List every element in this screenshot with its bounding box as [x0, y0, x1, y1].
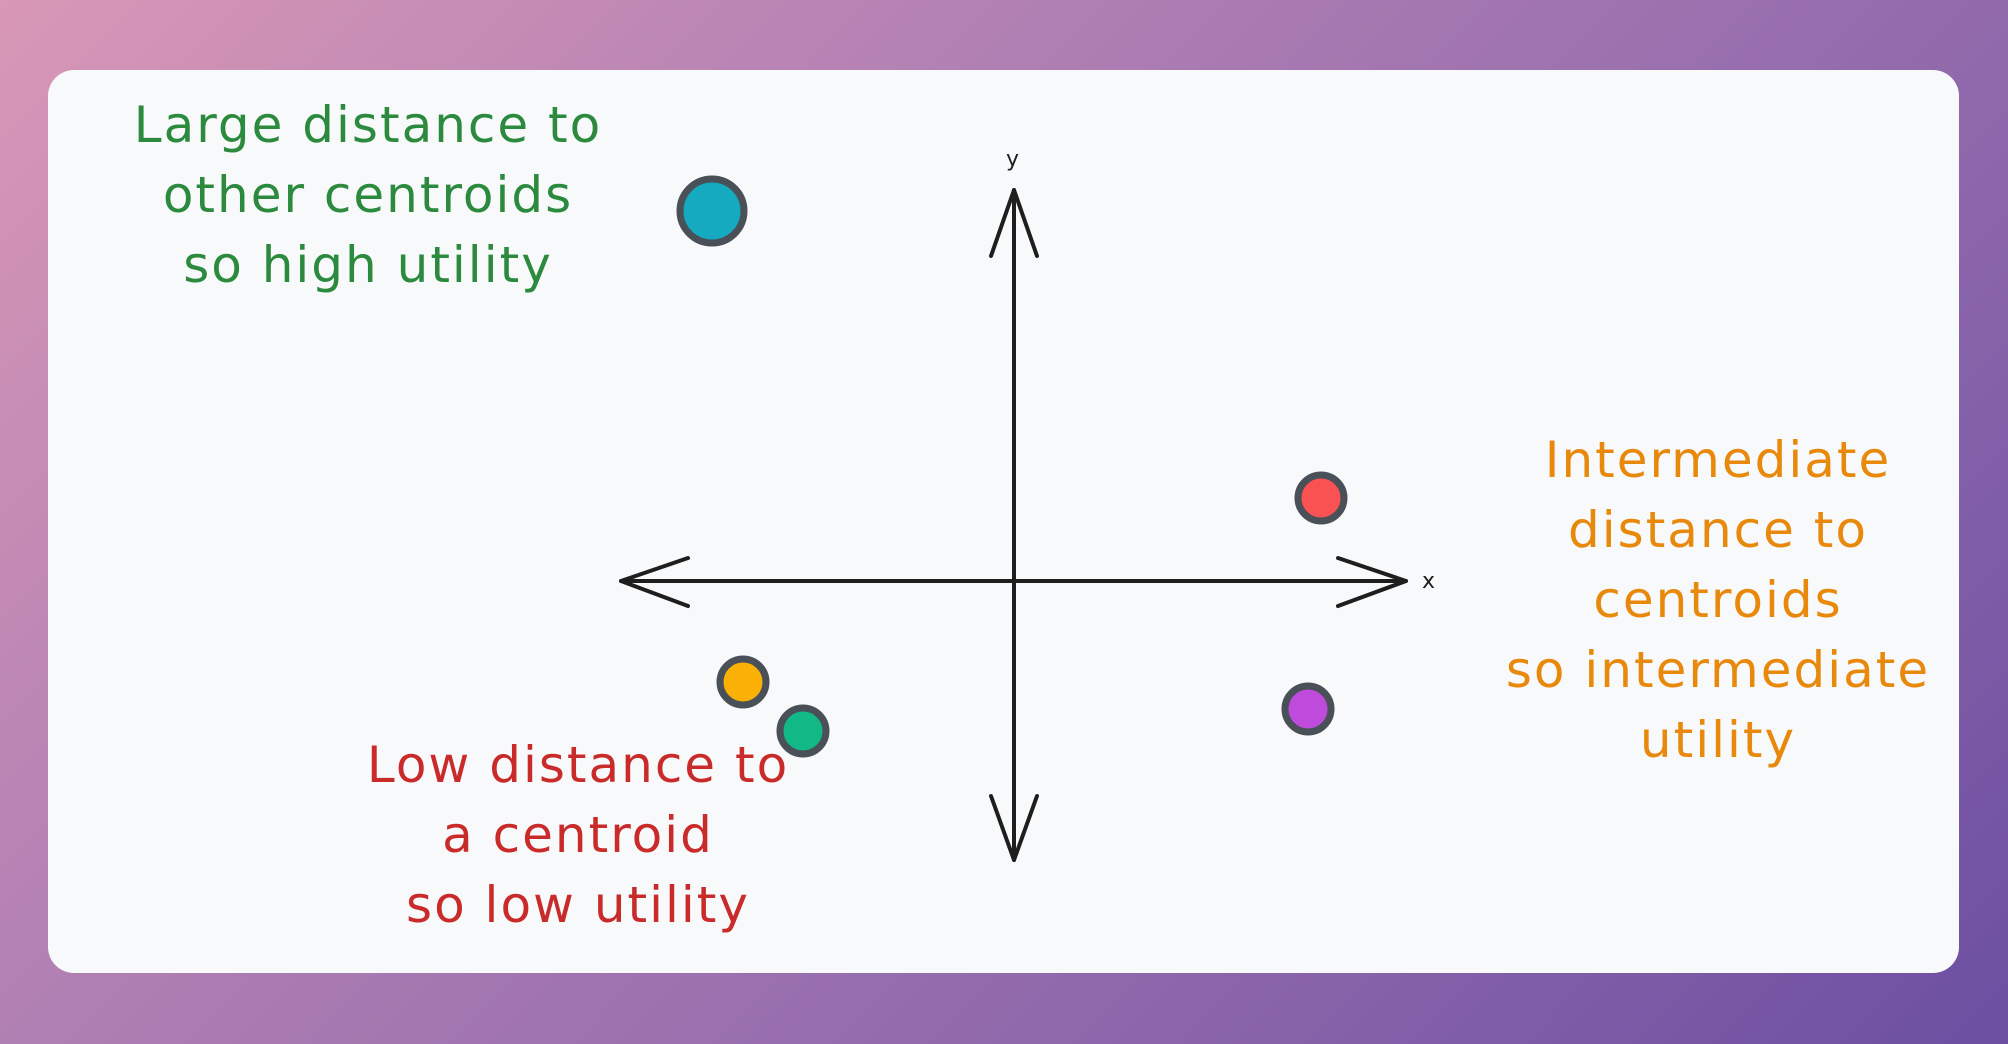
coordinate-plane: x y: [619, 147, 1435, 862]
y-axis-top-arrow: [989, 188, 1039, 258]
centroid-purple: [1281, 682, 1335, 736]
x-axis-right-arrow: [1336, 556, 1408, 608]
annotation-line: so intermediate: [1505, 641, 1931, 699]
annotation-line: so high utility: [183, 236, 553, 294]
annotation-line: Low distance to: [366, 736, 790, 794]
centroid-teal: [776, 704, 830, 758]
annotation-high-utility: Large distance to other centroids so hig…: [48, 90, 688, 300]
annotation-line: utility: [1639, 711, 1797, 769]
annotation-line: Intermediate: [1544, 431, 1892, 489]
x-axis-label: x: [1422, 569, 1435, 594]
annotation-intermediate-utility: Intermediate distance to centroids so in…: [1478, 425, 1958, 775]
annotation-low-utility: Low distance to a centroid so low utilit…: [248, 730, 908, 940]
annotation-line: Large distance to: [133, 96, 603, 154]
y-axis-label: y: [1006, 147, 1019, 172]
centroid-blue: [676, 175, 748, 247]
x-axis-left-arrow: [619, 556, 690, 608]
annotation-line: distance to: [1568, 501, 1868, 559]
centroids: [676, 175, 1348, 758]
y-axis-bottom-arrow: [989, 794, 1039, 862]
centroid-yellow: [716, 655, 770, 709]
annotation-line: a centroid: [442, 806, 714, 864]
annotation-line: so low utility: [406, 876, 750, 934]
diagram-card: x y Large distance to other centroids so…: [48, 70, 1959, 973]
annotation-line: centroids: [1593, 571, 1843, 629]
annotation-line: other centroids: [162, 166, 574, 224]
centroid-red: [1294, 471, 1348, 525]
